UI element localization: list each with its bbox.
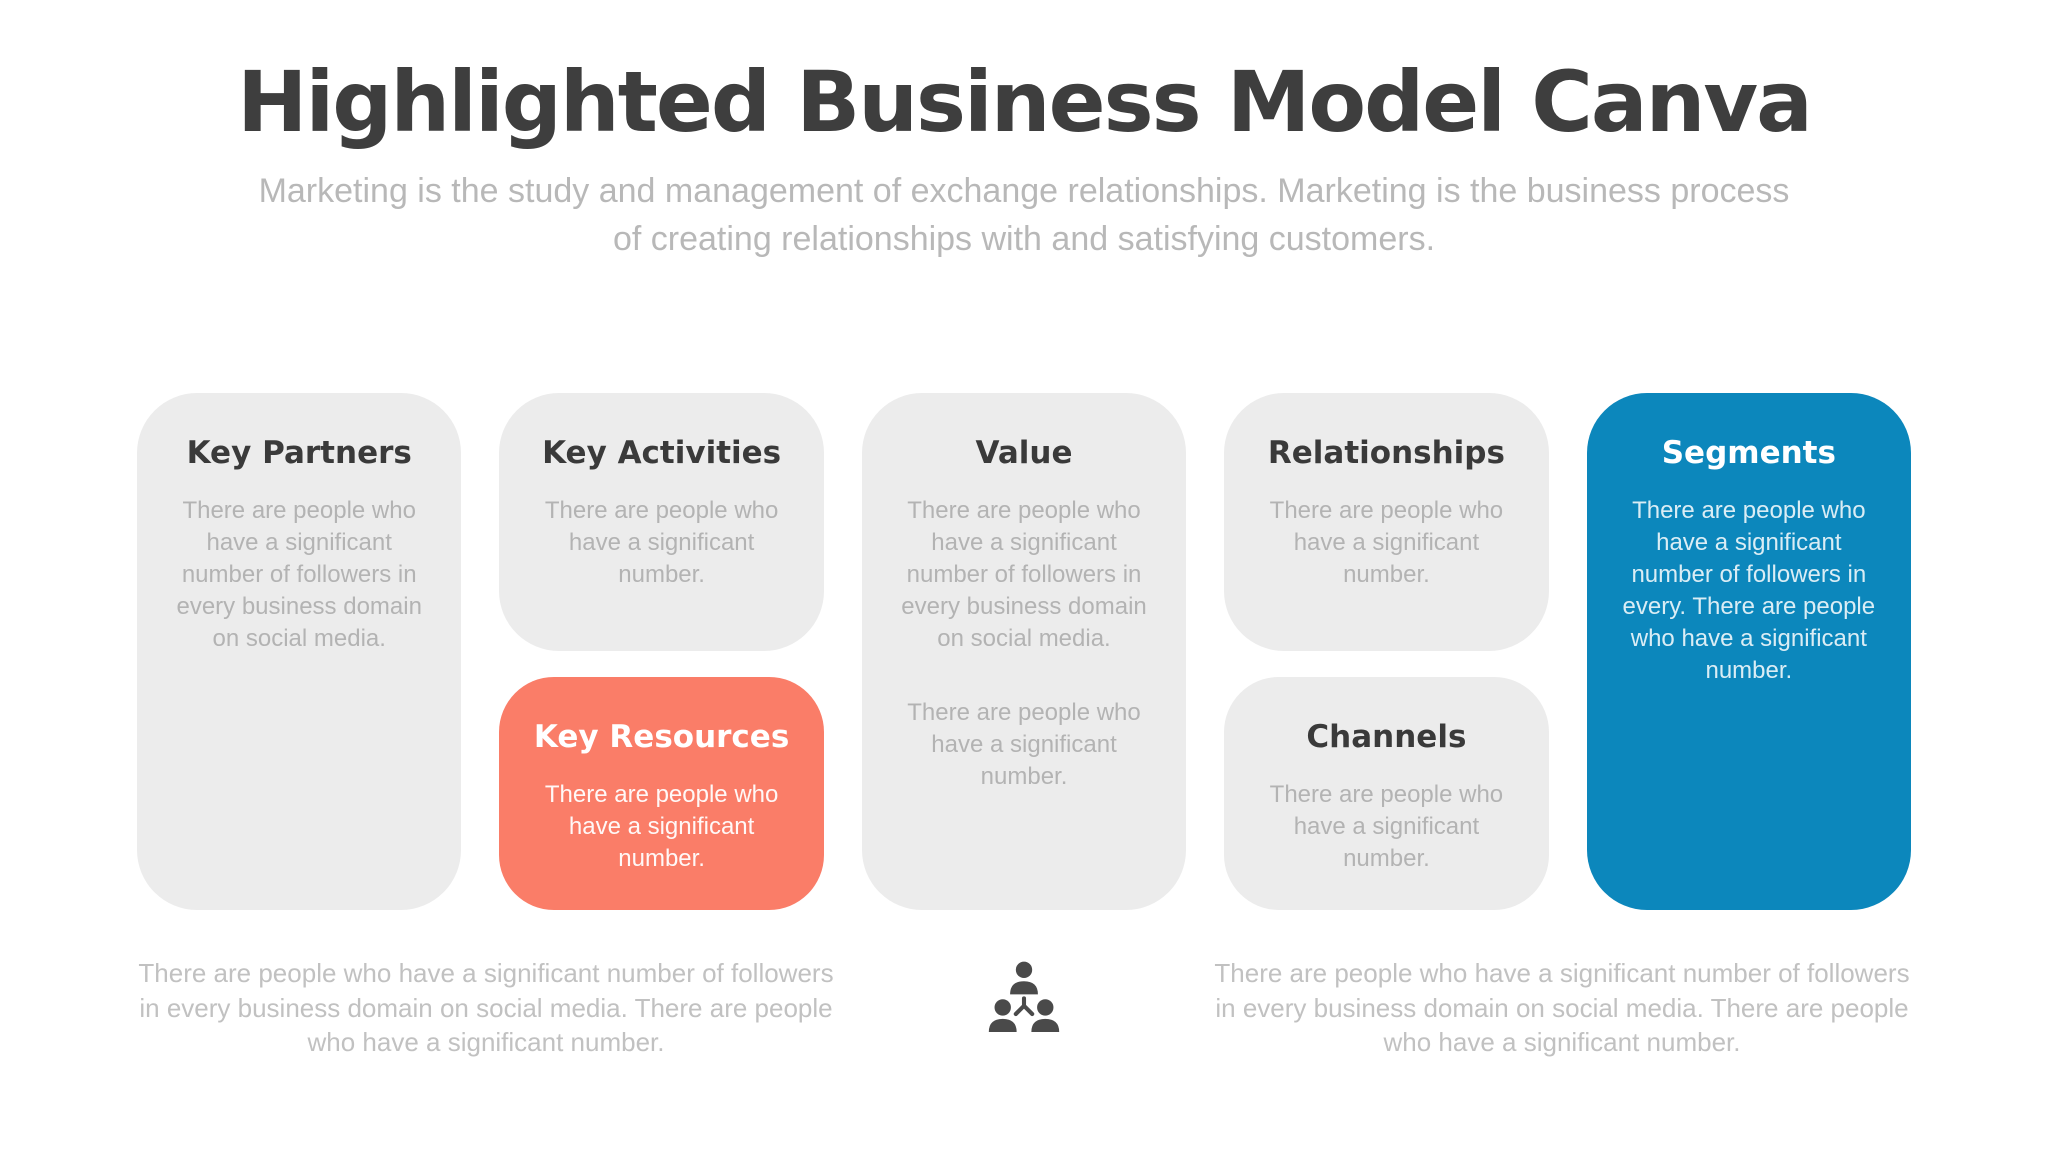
page-title: Highlighted Business Model Canva <box>237 53 1813 151</box>
footer-note-left: There are people who have a significant … <box>138 958 834 1058</box>
column-activities-resources: Key Activities There are people who have… <box>499 393 824 911</box>
card-key-resources-title: Key Resources <box>533 719 790 756</box>
card-key-activities-title: Key Activities <box>542 435 782 472</box>
card-value-body-2: There are people who have a significant … <box>907 698 1141 790</box>
card-key-resources-body: There are people who have a significant … <box>544 781 779 873</box>
card-key-resources: Key Resources There are people who have … <box>499 677 824 911</box>
column-key-partners: Key Partners There are people who have a… <box>137 393 462 911</box>
card-key-partners-title: Key Partners <box>186 435 412 472</box>
page-subtitle: Marketing is the study and management of… <box>258 171 1790 259</box>
column-value: Value There are people who have a signif… <box>861 393 1187 911</box>
card-relationships-body: There are people who have a significant … <box>1269 497 1504 589</box>
card-key-partners: Key Partners There are people who have a… <box>137 393 462 911</box>
card-segments-body: There are people who have a significant … <box>1622 497 1876 684</box>
card-key-activities-body: There are people who have a significant … <box>544 497 779 589</box>
card-key-activities: Key Activities There are people who have… <box>499 393 824 652</box>
card-key-partners-body: There are people who have a significant … <box>176 497 422 652</box>
slide-footer: There are people who have a significant … <box>137 956 1911 1060</box>
card-relationships-title: Relationships <box>1267 435 1505 472</box>
slide-header: Highlighted Business Model Canva Marketi… <box>0 52 2048 263</box>
card-channels-body: There are people who have a significant … <box>1269 781 1504 873</box>
column-segments: Segments There are people who have a sig… <box>1586 393 1912 911</box>
team-hierarchy-icon <box>976 960 1072 1050</box>
business-model-canvas-grid: Key Partners There are people who have a… <box>137 393 1912 911</box>
footer-note-right: There are people who have a significant … <box>1214 958 1910 1058</box>
card-channels-title: Channels <box>1306 719 1467 756</box>
column-relationships-channels: Relationships There are people who have … <box>1224 393 1549 911</box>
card-segments-title: Segments <box>1661 435 1836 472</box>
card-relationships: Relationships There are people who have … <box>1224 393 1549 652</box>
card-value-title: Value <box>975 435 1073 472</box>
card-channels: Channels There are people who have a sig… <box>1224 677 1549 911</box>
card-value: Value There are people who have a signif… <box>861 393 1187 911</box>
card-value-body-1: There are people who have a significant … <box>901 497 1147 652</box>
card-segments: Segments There are people who have a sig… <box>1586 393 1912 911</box>
